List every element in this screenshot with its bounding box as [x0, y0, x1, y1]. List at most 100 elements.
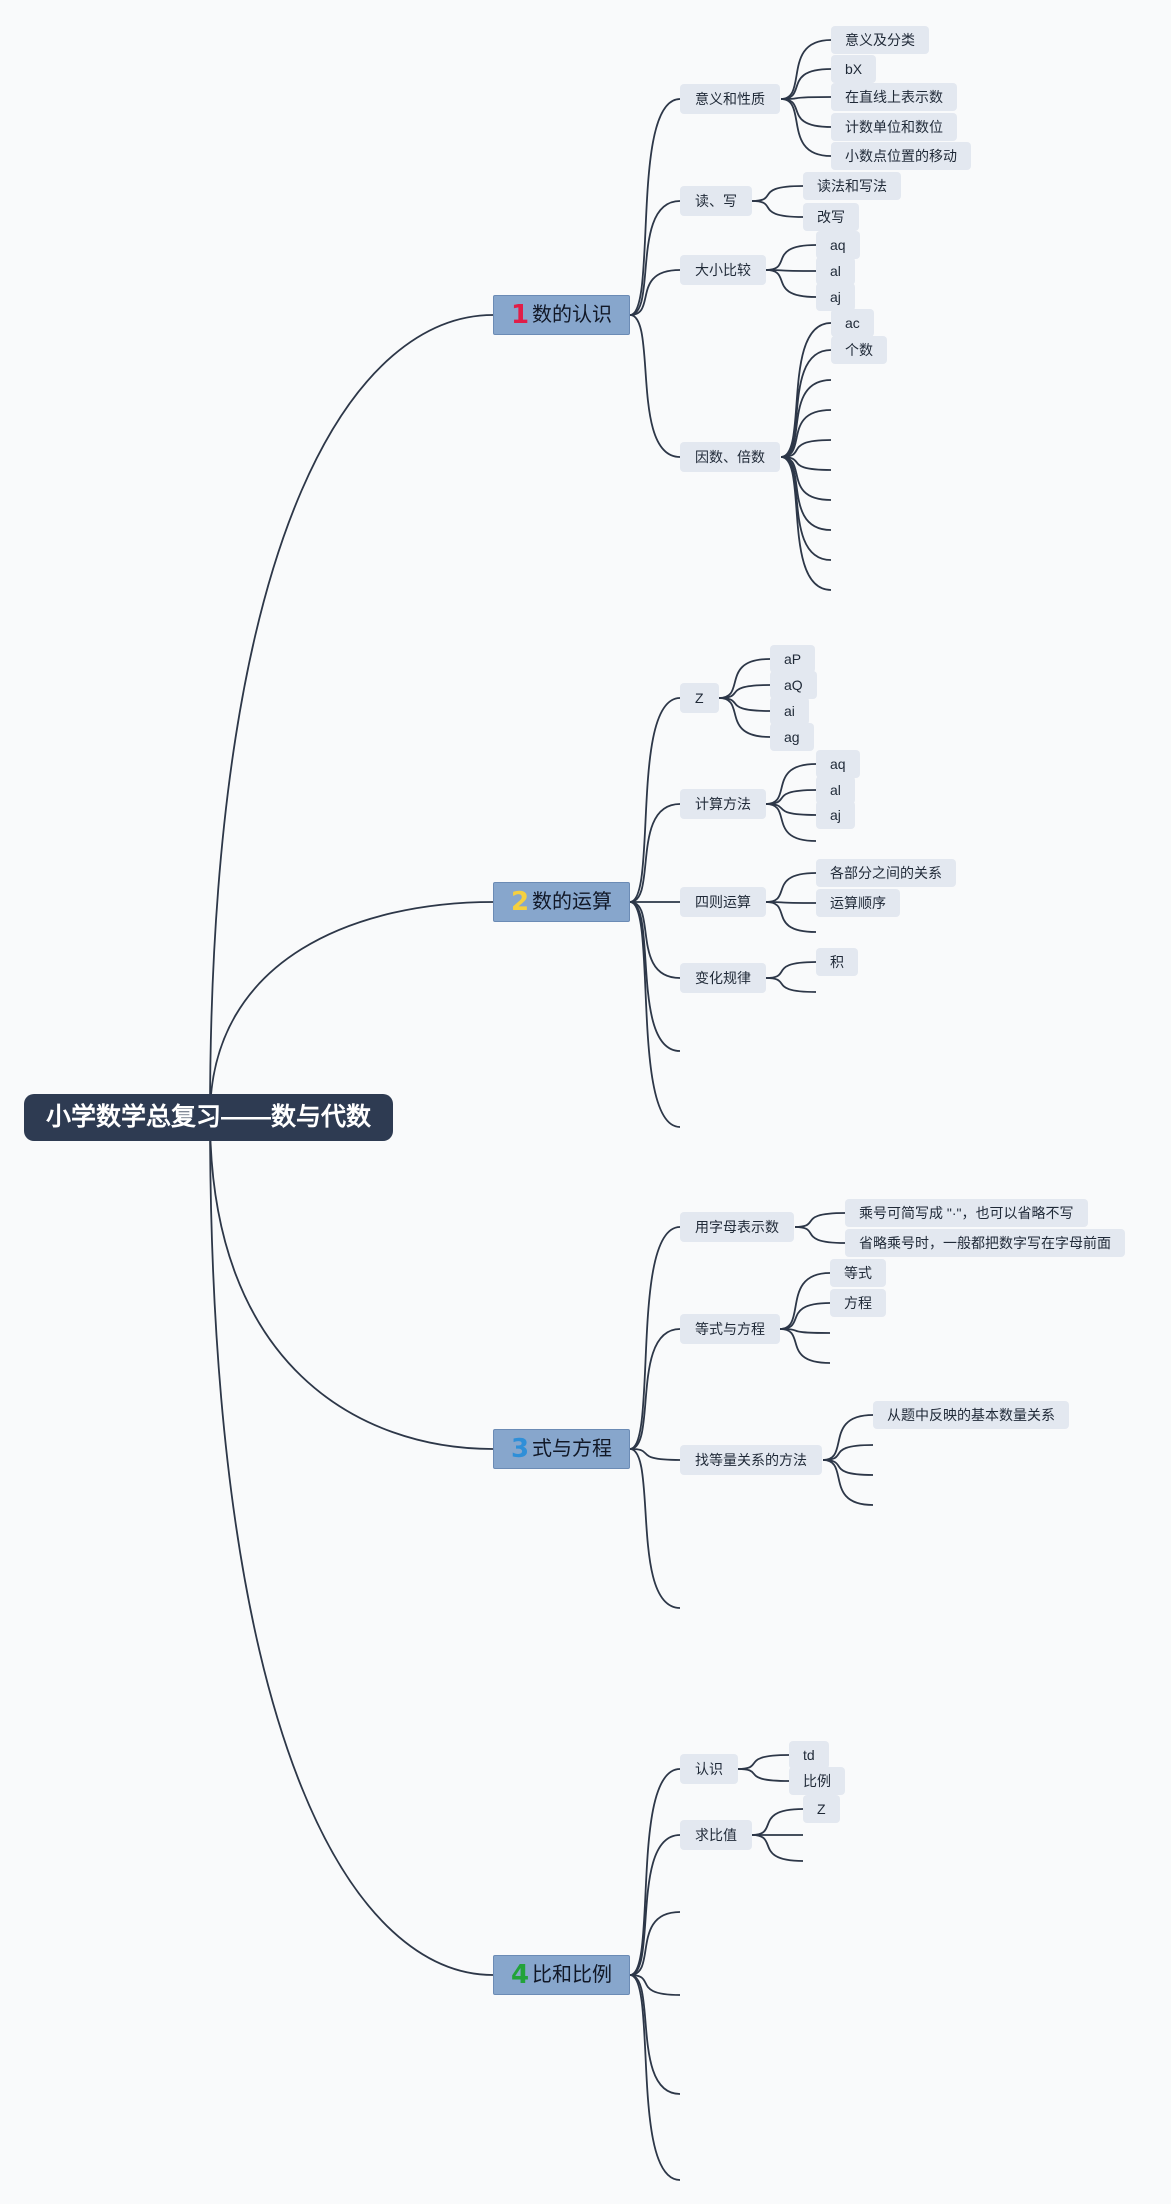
- connector-line: [629, 697, 681, 903]
- connector-line: [629, 1768, 681, 1976]
- connector-line: [780, 322, 832, 458]
- leaf-topic[interactable]: bX: [831, 55, 877, 83]
- connector-line: [629, 803, 681, 903]
- sub-topic[interactable]: 找等量关系的方法: [680, 1445, 822, 1475]
- leaf-topic[interactable]: ai: [770, 697, 809, 725]
- leaf-topic[interactable]: aj: [816, 801, 855, 829]
- connector-line: [737, 1768, 790, 1782]
- connector-line: [629, 901, 681, 1128]
- connector-line: [779, 1302, 831, 1330]
- sub-topic[interactable]: 用字母表示数: [680, 1212, 794, 1242]
- leaf-topic[interactable]: 意义及分类: [831, 26, 929, 54]
- leaf-topic[interactable]: 方程: [830, 1289, 886, 1317]
- connector-line: [780, 439, 832, 458]
- connector-line: [629, 1974, 681, 2181]
- connector-line: [629, 1974, 681, 1996]
- leaf-topic[interactable]: 从题中反映的基本数量关系: [873, 1401, 1069, 1429]
- connector-line: [751, 185, 804, 202]
- leaf-topic[interactable]: aq: [816, 231, 860, 259]
- leaf-topic[interactable]: 改写: [803, 203, 859, 231]
- connector-line: [780, 349, 832, 458]
- sub-topic[interactable]: 大小比较: [680, 255, 766, 285]
- connector-line: [822, 1459, 874, 1506]
- leaf-topic[interactable]: aP: [770, 645, 816, 673]
- sub-topic[interactable]: 求比值: [680, 1820, 752, 1850]
- connector-line: [629, 1448, 681, 1461]
- connector-line: [629, 314, 681, 458]
- leaf-topic[interactable]: aj: [816, 283, 855, 311]
- connector-line: [629, 901, 681, 1052]
- leaf-topic[interactable]: aQ: [770, 671, 817, 699]
- connector-line: [765, 803, 817, 842]
- connector-line: [629, 1974, 681, 2095]
- connector-line: [751, 200, 804, 218]
- leaf-topic[interactable]: 计数单位和数位: [831, 113, 957, 141]
- leaf-topic[interactable]: al: [816, 257, 855, 285]
- leaf-topic[interactable]: al: [816, 776, 855, 804]
- connector-line: [765, 977, 817, 993]
- connector-line: [794, 1212, 846, 1228]
- branch-number-badge: 3: [510, 1434, 530, 1464]
- connector-line: [765, 872, 817, 903]
- leaf-topic[interactable]: 小数点位置的移动: [831, 142, 971, 170]
- sub-topic[interactable]: 意义和性质: [680, 84, 780, 114]
- root-topic[interactable]: 小学数学总复习——数与代数: [24, 1094, 393, 1141]
- connector-line: [629, 1448, 681, 1609]
- leaf-topic[interactable]: 等式: [830, 1259, 886, 1287]
- connector-line: [718, 658, 771, 699]
- leaf-topic[interactable]: 运算顺序: [816, 889, 900, 917]
- sub-topic[interactable]: 因数、倍数: [680, 442, 780, 472]
- sub-topic[interactable]: 变化规律: [680, 963, 766, 993]
- leaf-topic[interactable]: 乘号可简写成 "·"，也可以省略不写: [845, 1199, 1088, 1227]
- leaf-topic[interactable]: 读法和写法: [803, 172, 901, 200]
- leaf-topic[interactable]: 个数: [831, 336, 887, 364]
- connector-line: [737, 1754, 790, 1770]
- sub-topic[interactable]: 四则运算: [680, 887, 766, 917]
- connector-line: [822, 1414, 874, 1461]
- connector-line: [780, 98, 832, 128]
- branch-number-badge: 2: [510, 887, 530, 917]
- connector-line: [765, 269, 817, 298]
- connector-line: [780, 456, 832, 591]
- leaf-topic[interactable]: td: [789, 1741, 829, 1769]
- connector-line: [765, 763, 817, 805]
- branch-label: 数的运算: [532, 891, 613, 913]
- connector-line: [780, 456, 832, 561]
- leaf-topic[interactable]: 省略乘号时，一般都把数字写在字母前面: [845, 1229, 1125, 1257]
- sub-topic[interactable]: 等式与方程: [680, 1314, 780, 1344]
- branch-label: 式与方程: [532, 1438, 613, 1460]
- leaf-topic[interactable]: 积: [816, 948, 858, 976]
- branch-number-badge: 4: [510, 1960, 530, 1990]
- leaf-topic[interactable]: aq: [816, 750, 860, 778]
- sub-topic[interactable]: 认识: [680, 1754, 738, 1784]
- connector-line: [780, 68, 832, 100]
- connector-line: [765, 901, 817, 933]
- sub-topic[interactable]: Z: [680, 683, 719, 713]
- leaf-topic[interactable]: Z: [803, 1795, 840, 1823]
- sub-topic[interactable]: 读、写: [680, 186, 752, 216]
- connector-line: [779, 1328, 831, 1364]
- connector-line: [629, 1911, 681, 1976]
- connector-line: [765, 961, 817, 979]
- leaf-topic[interactable]: 在直线上表示数: [831, 83, 957, 111]
- connector-line: [629, 1226, 681, 1450]
- connector-line: [780, 98, 832, 157]
- connector-line: [209, 901, 494, 1118]
- branch-number-badge: 1: [510, 300, 530, 330]
- connector-line: [629, 98, 681, 316]
- branch-label: 数的认识: [532, 304, 613, 326]
- leaf-topic[interactable]: 各部分之间的关系: [816, 859, 956, 887]
- leaf-topic[interactable]: 比例: [789, 1767, 845, 1795]
- leaf-topic[interactable]: ac: [831, 309, 874, 337]
- leaf-topic[interactable]: ag: [770, 723, 814, 751]
- connector-line: [751, 1834, 804, 1862]
- connector-line: [629, 269, 681, 316]
- sub-topic[interactable]: 计算方法: [680, 789, 766, 819]
- connector-line: [629, 1834, 681, 1976]
- connector-line: [765, 244, 817, 271]
